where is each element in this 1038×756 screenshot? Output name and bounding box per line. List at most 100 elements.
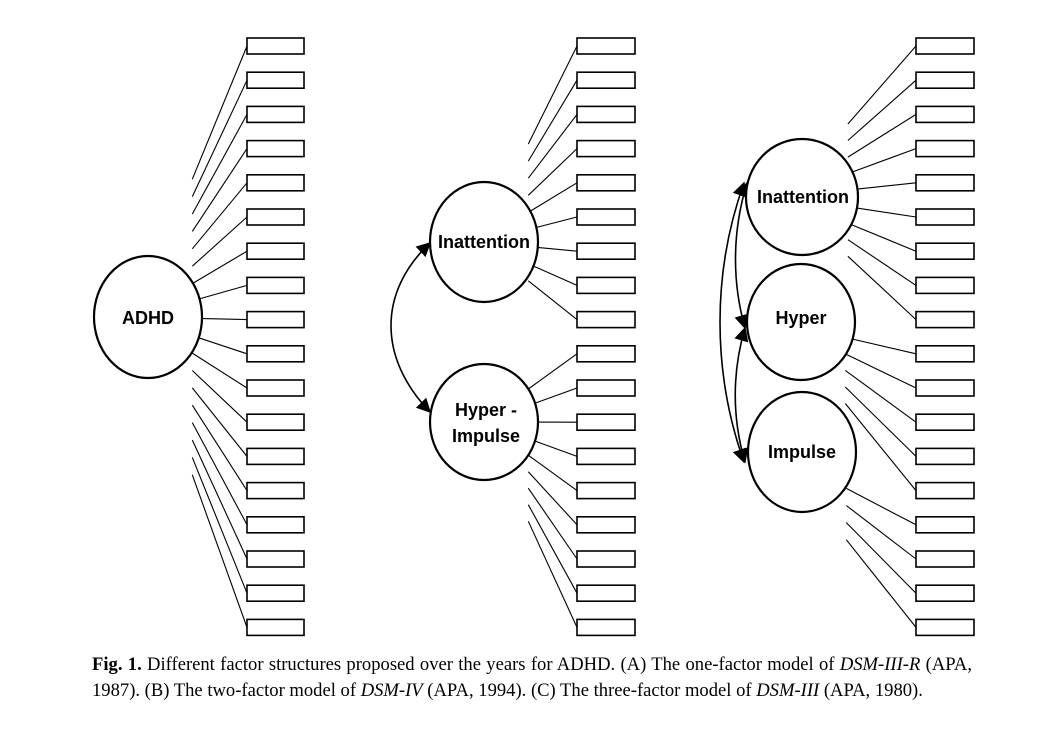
c-indicator-box xyxy=(915,37,975,55)
panel-b-factor-correlation-arrow xyxy=(390,242,432,414)
panel-a-indicators xyxy=(246,37,305,637)
a-loading-path xyxy=(191,79,248,197)
a-loading-path xyxy=(191,45,248,180)
caption-text-3: (APA, 1994). (C) The three-factor model … xyxy=(422,680,757,701)
a-indicator-box xyxy=(246,618,305,637)
a-loading-path xyxy=(192,352,248,389)
b-loading-path xyxy=(527,45,578,145)
c-indicator-box xyxy=(915,550,975,568)
a-loading-path xyxy=(192,250,248,285)
panel-b-two-factor-model: Inattention Hyper - Impulse xyxy=(390,37,636,637)
b-indicator-box xyxy=(576,447,636,466)
c-loading-path xyxy=(844,403,917,491)
a-indicator-box xyxy=(246,174,305,192)
b-loading-path xyxy=(527,504,578,594)
b-indicator-box xyxy=(576,515,636,534)
b-indicator-box xyxy=(576,105,636,124)
a-indicator-box xyxy=(246,344,305,363)
b-indicator-box xyxy=(576,584,636,603)
caption-italic-1: DSM-III-R xyxy=(839,654,921,675)
b-indicator-box xyxy=(576,550,636,568)
inattention-factor-c-label: Inattention xyxy=(757,187,849,207)
b-indicator-box xyxy=(576,276,636,295)
a-indicator-box xyxy=(246,139,305,158)
adhd-factor-label: ADHD xyxy=(122,308,174,328)
b-indicator-box xyxy=(576,174,636,192)
b-indicator-box xyxy=(576,71,636,89)
a-indicator-box xyxy=(246,71,305,89)
b-loading-path xyxy=(527,353,578,390)
hyper-factor xyxy=(745,262,857,382)
inattention-factor-b-label: Inattention xyxy=(438,232,530,252)
c-loading-path xyxy=(844,386,917,457)
caption-label: Fig. 1. xyxy=(92,654,142,675)
a-indicator-box xyxy=(246,242,305,260)
c-indicator-box xyxy=(915,618,975,637)
b-loading-path xyxy=(527,521,578,628)
c-indicator-box xyxy=(915,447,975,466)
c-loading-path xyxy=(847,222,917,252)
c-loading-path xyxy=(847,79,917,141)
c-indicator-box xyxy=(915,71,975,89)
b-loading-path xyxy=(528,263,578,286)
c-loading-path xyxy=(847,182,917,191)
c-indicator-box xyxy=(915,276,975,295)
panel-c-corr-inattention-impulse xyxy=(719,181,747,464)
panel-b-indicators xyxy=(576,37,636,637)
a-indicator-box xyxy=(246,550,305,568)
a-indicator-box xyxy=(246,208,305,226)
b-loading-path xyxy=(528,438,578,457)
c-loading-path xyxy=(845,522,917,594)
b-indicator-box xyxy=(576,139,636,158)
c-indicator-box xyxy=(915,105,975,124)
b-indicator-box xyxy=(576,310,636,329)
inattention-factor-c xyxy=(744,137,860,257)
b-indicator-box xyxy=(576,618,636,637)
a-indicator-box xyxy=(246,37,305,55)
a-indicator-box xyxy=(246,447,305,466)
b-indicator-box xyxy=(576,481,636,500)
a-loading-path xyxy=(191,439,248,560)
c-loading-path xyxy=(847,148,917,175)
impulse-factor-label: Impulse xyxy=(768,442,836,462)
hyper-impulse-label-line2: Impulse xyxy=(452,426,520,446)
c-indicator-box xyxy=(915,174,975,192)
b-loading-path xyxy=(527,280,578,321)
panel-c-three-factor-model: Inattention Hyper Impulse xyxy=(719,37,975,637)
a-indicator-box xyxy=(246,379,305,397)
a-indicator-box xyxy=(246,515,305,534)
b-loading-path xyxy=(527,471,578,526)
b-indicator-box xyxy=(576,344,636,363)
c-loading-path xyxy=(847,239,917,286)
b-loading-path xyxy=(528,182,578,213)
c-indicator-box xyxy=(915,310,975,329)
c-indicator-box xyxy=(915,481,975,500)
c-indicator-box xyxy=(915,379,975,397)
factor-structure-figure: ADHD Inattention Hyper - Impulse Inatten… xyxy=(92,37,975,637)
caption-text-4: (APA, 1980). xyxy=(819,680,923,701)
c-indicator-box xyxy=(915,242,975,260)
b-loading-path xyxy=(527,114,578,179)
a-loading-path xyxy=(191,370,248,423)
a-loading-path xyxy=(192,284,248,302)
adhd-factor xyxy=(92,254,204,380)
c-indicator-box xyxy=(915,413,975,432)
c-indicator-box xyxy=(915,584,975,603)
b-loading-path xyxy=(527,487,578,560)
caption-italic-3: DSM-III xyxy=(756,680,820,701)
b-indicator-box xyxy=(576,37,636,55)
a-indicator-box xyxy=(246,413,305,432)
a-loading-path xyxy=(191,457,248,594)
a-loading-path xyxy=(191,216,248,267)
inattention-factor-b xyxy=(428,180,540,304)
hyper-impulse-factor xyxy=(428,362,540,482)
panel-c-indicators xyxy=(915,37,975,637)
a-loading-path xyxy=(192,335,248,355)
c-indicator-box xyxy=(915,139,975,158)
a-loading-path xyxy=(191,114,248,215)
b-indicator-box xyxy=(576,242,636,260)
figure-caption: Fig. 1. Different factor structures prop… xyxy=(92,652,972,704)
c-indicator-box xyxy=(915,208,975,226)
c-loading-path xyxy=(847,45,917,125)
panel-a-one-factor-model: ADHD xyxy=(92,37,305,637)
